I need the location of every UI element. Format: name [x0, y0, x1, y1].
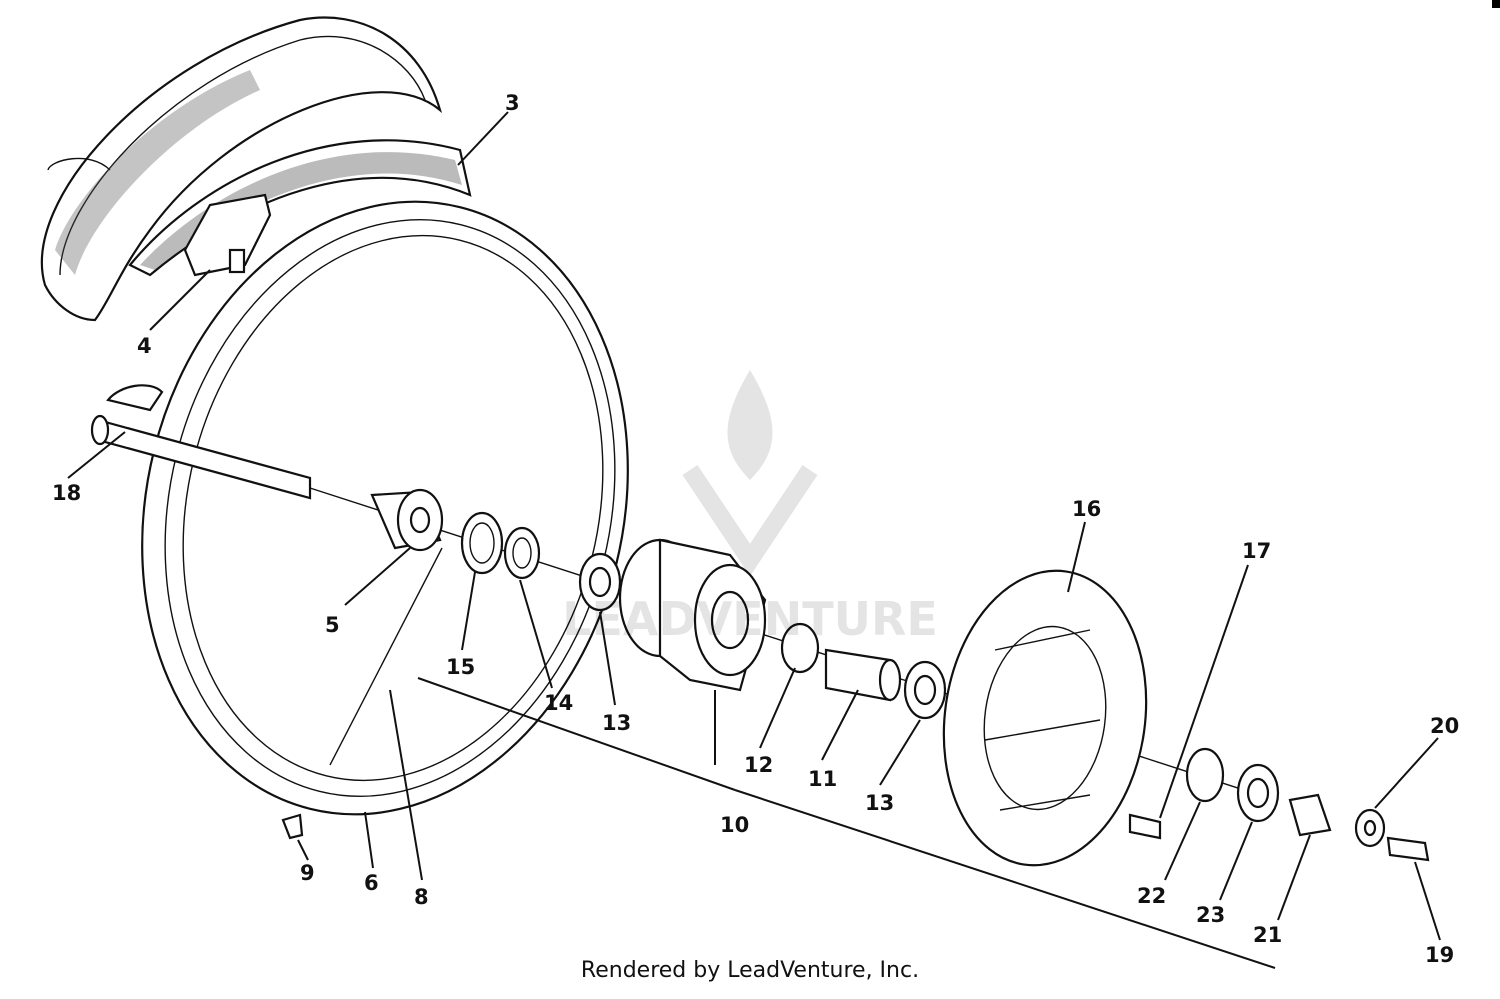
- callout-10: 10: [720, 813, 749, 837]
- watermark-text: LEADVENTURE: [562, 592, 938, 646]
- callout-18: 18: [52, 481, 81, 505]
- leader-lines: [67, 111, 1441, 969]
- callout-12: 12: [744, 753, 773, 777]
- callout-17: 17: [1242, 539, 1271, 563]
- callout-13-left: 13: [602, 711, 631, 735]
- callout-6: 6: [364, 871, 379, 895]
- callout-20: 20: [1430, 714, 1459, 738]
- callout-14: 14: [544, 691, 573, 715]
- valve-rim-lock-drawing: [183, 193, 272, 277]
- right-side-parts-drawing: [1128, 747, 1430, 862]
- spoke-drawing: [281, 547, 443, 840]
- callout-3: 3: [505, 91, 520, 115]
- flame-icon: [727, 370, 773, 480]
- callout-9: 9: [300, 861, 315, 885]
- tire-drawing: [40, 16, 443, 322]
- brake-disc-drawing: [942, 569, 1148, 867]
- hub-drawing: [618, 538, 767, 692]
- spacer-drawing: [370, 488, 444, 552]
- v-logo-icon: [682, 465, 818, 577]
- callout-labels: 3 4 18 5 15 14 13 12 11 13 10 16 17 22 2…: [52, 91, 1459, 967]
- callout-13-right: 13: [865, 791, 894, 815]
- callout-19: 19: [1425, 943, 1454, 967]
- callout-4: 4: [137, 334, 152, 358]
- leadventure-watermark: LEADVENTURE: [562, 370, 938, 646]
- bearing-left-drawing: [578, 552, 622, 612]
- callout-8: 8: [414, 885, 429, 909]
- collar-drawing: [780, 622, 947, 720]
- callout-11: 11: [808, 767, 837, 791]
- callout-22: 22: [1137, 884, 1166, 908]
- callout-16: 16: [1072, 497, 1101, 521]
- callout-5: 5: [325, 613, 340, 637]
- seal-drawing: [460, 511, 541, 580]
- callout-21: 21: [1253, 923, 1282, 947]
- callout-23: 23: [1196, 903, 1225, 927]
- corner-marker: [1492, 0, 1500, 8]
- callout-15: 15: [446, 655, 475, 679]
- footer-credit: Rendered by LeadVenture, Inc.: [580, 958, 920, 983]
